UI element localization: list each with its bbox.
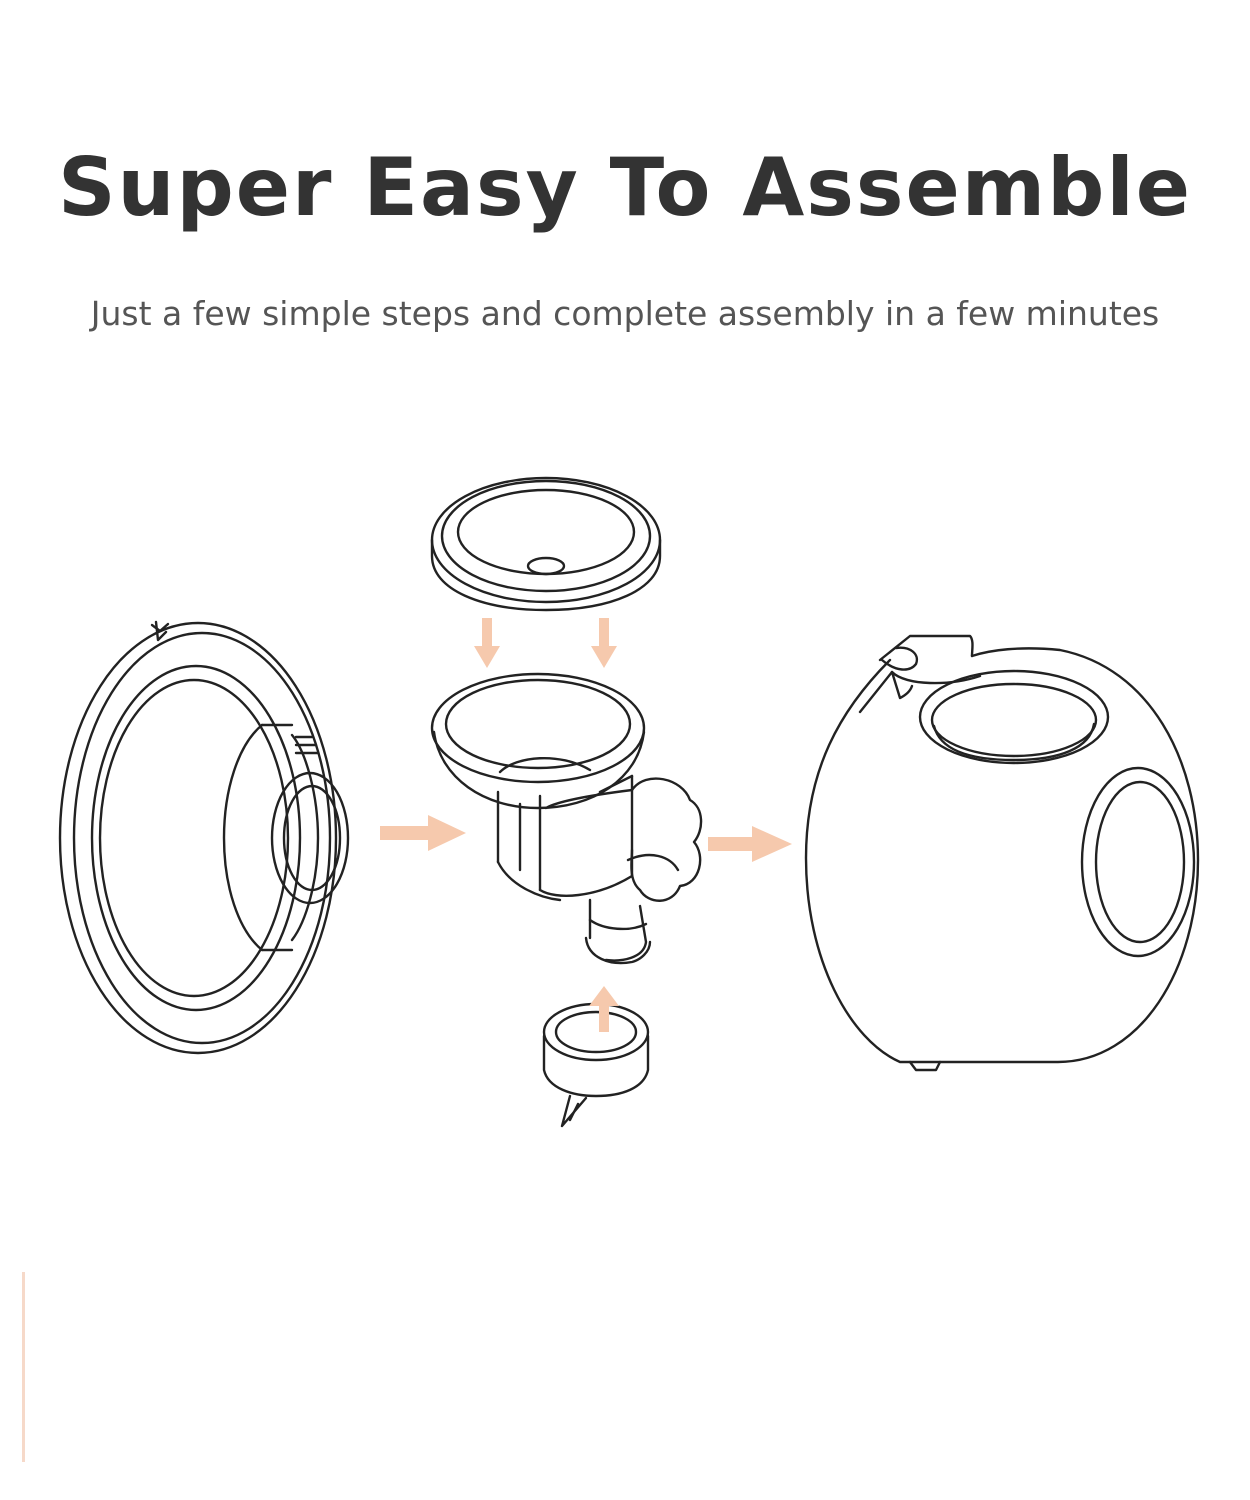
pump-motor-part — [804, 634, 1200, 1072]
page-subtitle: Just a few simple steps and complete ass… — [90, 294, 1160, 333]
arrow-down-left-icon — [474, 618, 500, 668]
edge-divider — [22, 1272, 25, 1462]
flange-shield-part — [58, 620, 350, 1055]
page-title: Super Easy To Assemble — [57, 141, 1193, 234]
membrane-cap-part — [430, 476, 662, 612]
arrow-up-icon — [589, 986, 619, 1032]
duckbill-valve-part — [542, 1002, 650, 1128]
valve-housing-part — [430, 672, 703, 965]
arrow-right-right-icon — [708, 826, 792, 862]
arrow-right-left-icon — [380, 815, 466, 851]
arrow-down-right-icon — [591, 618, 617, 668]
